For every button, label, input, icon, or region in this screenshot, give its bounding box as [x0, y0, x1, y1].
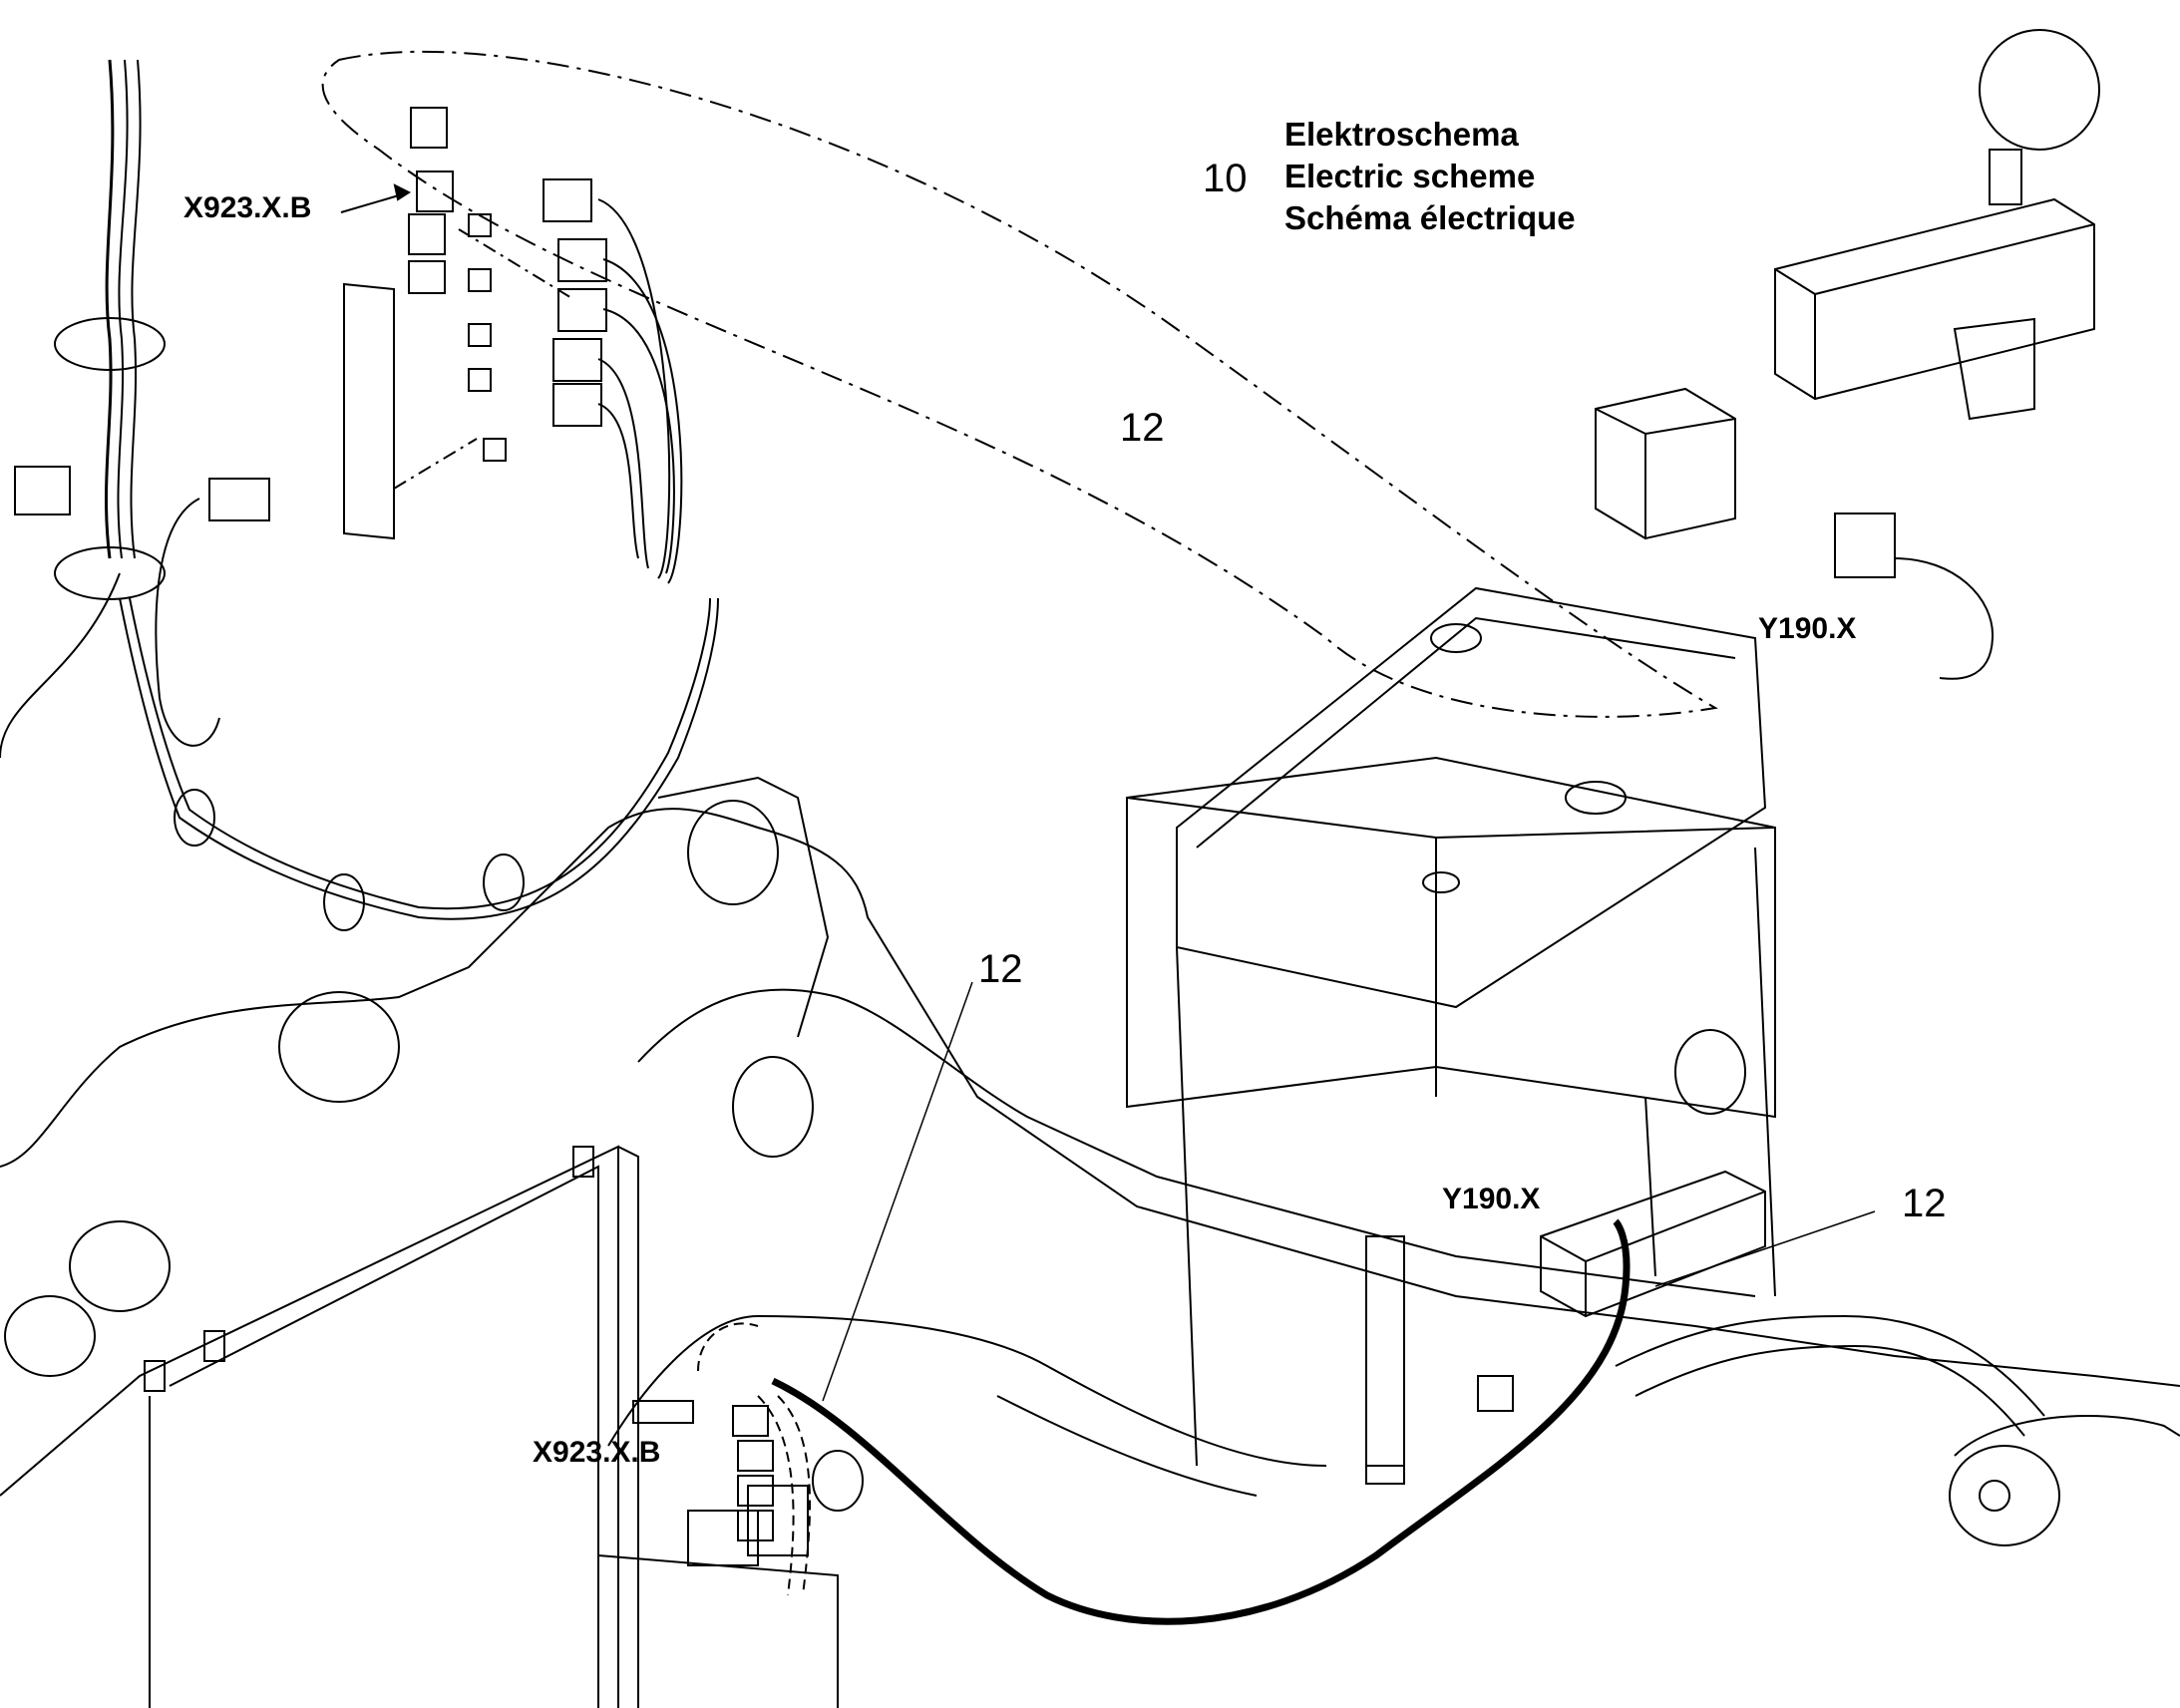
legend-line-fr: Schéma électrique [1284, 199, 1576, 236]
valve-detail [1595, 29, 2100, 680]
chassis [0, 586, 2180, 1708]
ref-12-right: 12 [1902, 1182, 1947, 1225]
legend-line-de: Elektroschema [1284, 116, 1519, 153]
ref-12-mid: 12 [978, 947, 1023, 991]
ref-12-detail: 12 [1120, 406, 1165, 450]
leader-12-right [1654, 1210, 1876, 1287]
detail-boundary [321, 50, 1718, 718]
label-y190-top: Y190.X [1758, 612, 1857, 645]
x923-bundle [697, 1322, 812, 1596]
legend-number: 10 [1203, 157, 1248, 200]
harness-detail [0, 59, 719, 931]
label-y190-bottom: Y190.X [1442, 1183, 1541, 1215]
legend: Elektroschema Electric scheme Schéma éle… [1284, 114, 1576, 239]
label-x923-bottom: X923.X.B [533, 1436, 661, 1469]
leader-12-mid [822, 981, 973, 1402]
legend-line-en: Electric scheme [1284, 158, 1536, 194]
cable-12 [771, 1218, 1631, 1625]
label-x923-top: X923.X.B [183, 191, 312, 224]
x923-connectors [632, 1400, 774, 1541]
